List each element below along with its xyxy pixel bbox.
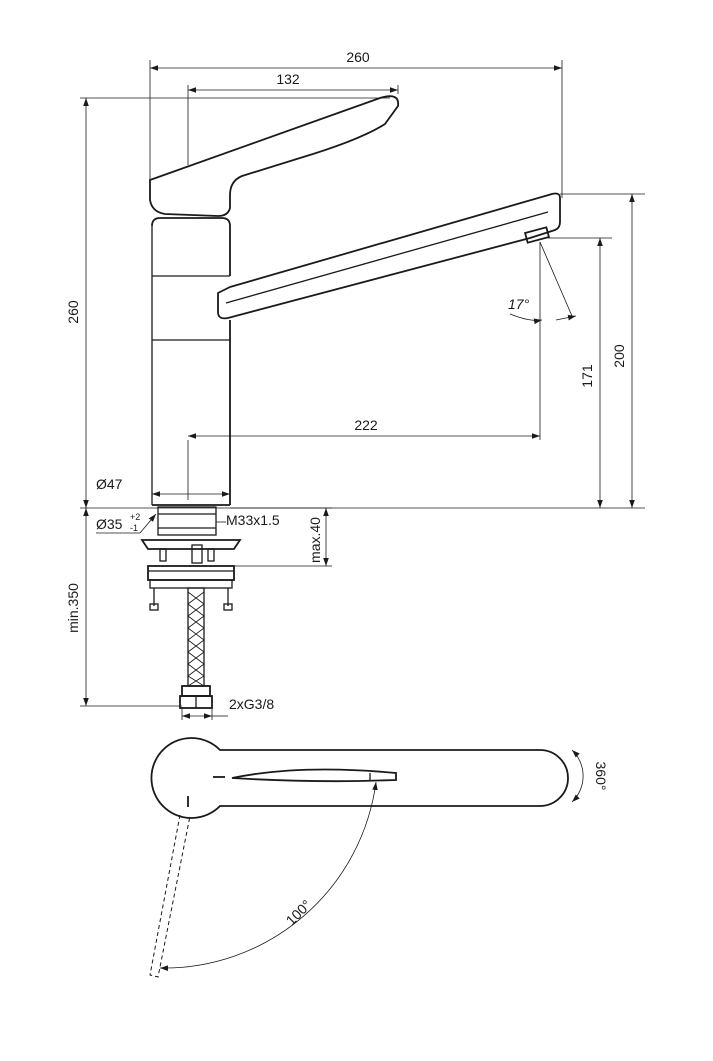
aerator <box>523 226 551 244</box>
top-body-outline <box>150 737 569 819</box>
dim-max-counter: max.40 <box>307 517 323 563</box>
mounting-thread <box>157 506 217 536</box>
dim-connection: 2xG3/8 <box>229 696 274 712</box>
supply-hose <box>179 587 213 709</box>
dim-hole-tolerance-upper: +2 <box>130 512 140 522</box>
spout <box>217 192 561 320</box>
dim-overall-height: 260 <box>65 300 81 324</box>
dim-outlet-height: 171 <box>579 364 595 388</box>
body-top <box>151 217 231 276</box>
faucet-side-view <box>140 95 561 709</box>
dim-spout-reach: 222 <box>354 417 378 433</box>
top-lever <box>231 768 397 783</box>
dim-spout-angle: 17° <box>508 296 530 312</box>
dim-spout-height: 200 <box>611 344 627 368</box>
dim-lever-length: 132 <box>276 71 300 87</box>
dim-min-hose: min.350 <box>65 583 81 633</box>
top-rotation-label: 360° <box>593 762 609 791</box>
dim-body-diameter: Ø47 <box>96 476 123 492</box>
fixing-nut <box>147 565 235 581</box>
lever-handle <box>149 95 400 217</box>
dimension-lines <box>80 60 645 720</box>
dim-hole-tolerance-lower: -1 <box>130 523 138 533</box>
dim-thread: M33x1.5 <box>226 512 280 528</box>
faucet-top-view: 360° 100° <box>149 737 609 978</box>
top-lever-swung <box>149 814 191 978</box>
top-swing-label: 100° <box>283 897 315 929</box>
dim-hole-diameter: Ø35 <box>96 516 123 532</box>
dim-overall-width: 260 <box>346 49 370 65</box>
dimension-labels: 260 132 260 200 171 222 17° Ø47 Ø35 +2 -… <box>65 49 627 712</box>
fixing-bracket <box>140 539 242 550</box>
